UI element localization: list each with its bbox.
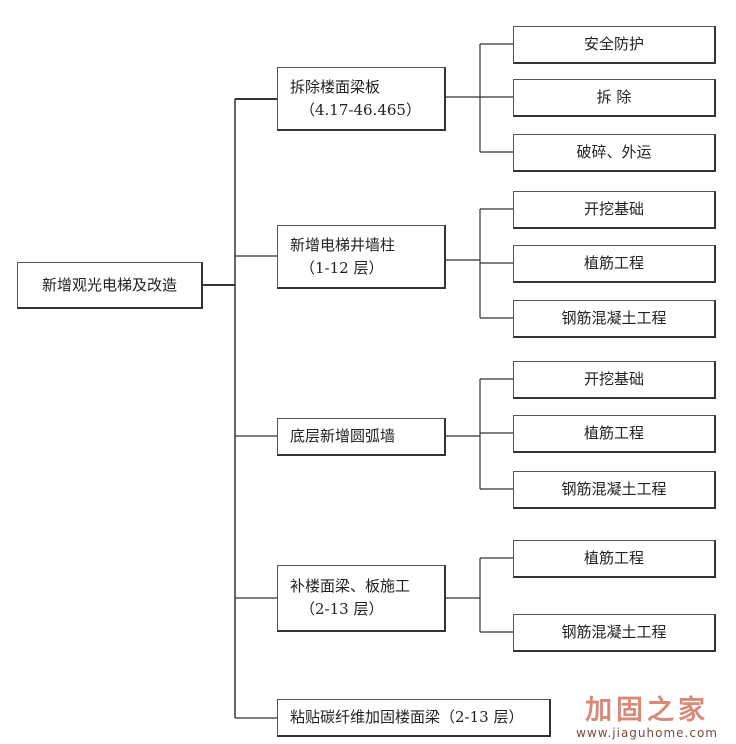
leaf-node: 植筋工程 (513, 415, 716, 453)
leaf-node: 植筋工程 (513, 540, 716, 578)
group-node-carbon-fiber: 粘贴碳纤维加固楼面梁（2-13 层） (277, 699, 551, 737)
watermark-logo: 加固之家 www.jiaguhome.com (576, 695, 718, 741)
leaf-node: 开挖基础 (513, 361, 716, 399)
leaf-node: 破碎、外运 (513, 134, 716, 172)
leaf-label: 植筋工程 (583, 254, 644, 272)
group-subtitle: （2-13 层） (300, 600, 384, 618)
group-title: 底层新增圆弧墙 (290, 427, 396, 445)
leaf-label: 钢筋混凝土工程 (561, 480, 667, 498)
leaf-label: 植筋工程 (583, 549, 644, 567)
group-title: 新增电梯井墙柱 (290, 235, 396, 254)
group-node-arc-wall: 底层新增圆弧墙 (277, 418, 446, 456)
group-node-floor-beams: 补楼面梁、板施工 （2-13 层） (277, 565, 446, 632)
group-title: 拆除楼面梁板 (290, 77, 381, 96)
leaf-label: 钢筋混凝土工程 (561, 623, 667, 641)
group-subtitle: （4.17-46.465） (300, 100, 421, 119)
watermark-url: www.jiaguhome.com (576, 726, 718, 740)
leaf-label: 拆 除 (596, 88, 632, 106)
leaf-node: 钢筋混凝土工程 (513, 614, 716, 652)
leaf-label: 植筋工程 (583, 424, 644, 442)
group-subtitle: （1-12 层） (300, 258, 384, 277)
leaf-node: 钢筋混凝土工程 (513, 471, 716, 509)
group-title: 补楼面梁、板施工 (290, 577, 411, 595)
leaf-label: 开挖基础 (583, 200, 644, 218)
leaf-label: 破碎、外运 (576, 143, 652, 161)
leaf-label: 安全防护 (583, 35, 644, 53)
group-title: 粘贴碳纤维加固楼面梁（2-13 层） (290, 708, 524, 726)
leaf-node: 开挖基础 (513, 191, 716, 229)
leaf-node: 拆 除 (513, 79, 716, 117)
group-node-demolition: 拆除楼面梁板 （4.17-46.465） (277, 67, 446, 131)
watermark-brand: 加固之家 (585, 695, 710, 726)
leaf-label: 钢筋混凝土工程 (561, 309, 667, 327)
root-node: 新增观光电梯及改造 (17, 262, 203, 309)
leaf-label: 开挖基础 (583, 370, 644, 388)
root-label: 新增观光电梯及改造 (41, 275, 177, 294)
leaf-node: 植筋工程 (513, 245, 716, 283)
leaf-node: 安全防护 (513, 26, 716, 64)
leaf-node: 钢筋混凝土工程 (513, 300, 716, 338)
group-node-elevator-shaft: 新增电梯井墙柱 （1-12 层） (277, 225, 446, 289)
